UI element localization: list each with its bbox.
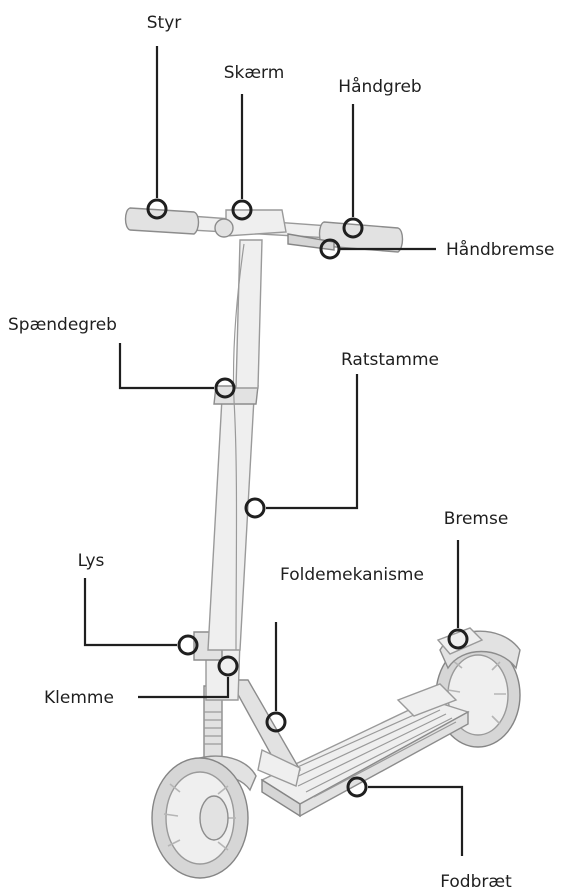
label-klemme: Klemme — [44, 688, 114, 708]
callout-ratstamme: Ratstamme — [246, 350, 439, 517]
label-bremse: Bremse — [444, 509, 509, 529]
label-spaendegreb: Spændegreb — [8, 315, 117, 335]
callout-lys: Lys — [78, 551, 197, 654]
label-lys: Lys — [78, 551, 105, 571]
callout-skaerm: Skærm — [224, 63, 285, 219]
front-wheel — [152, 758, 248, 878]
callout-foldemekanisme: Foldemekanisme — [267, 565, 424, 731]
callout-spaendegreb: Spændegreb — [8, 315, 234, 397]
bell — [215, 219, 233, 237]
stem-tube — [208, 398, 254, 650]
callout-fodbraet: Fodbræt — [348, 778, 512, 892]
label-haandbremse: Håndbremse — [446, 239, 555, 260]
label-foldemekanisme: Foldemekanisme — [280, 565, 424, 585]
callout-bremse: Bremse — [444, 509, 509, 648]
label-fodbraet: Fodbræt — [440, 872, 512, 892]
callout-haandgreb: Håndgreb — [338, 76, 421, 237]
label-skaerm: Skærm — [224, 63, 285, 83]
label-ratstamme: Ratstamme — [341, 350, 439, 370]
label-haandgreb: Håndgreb — [338, 76, 421, 97]
label-styr: Styr — [147, 13, 182, 33]
scooter-illustration — [126, 208, 521, 878]
callout-styr: Styr — [147, 13, 182, 218]
stem-inner — [236, 240, 262, 388]
